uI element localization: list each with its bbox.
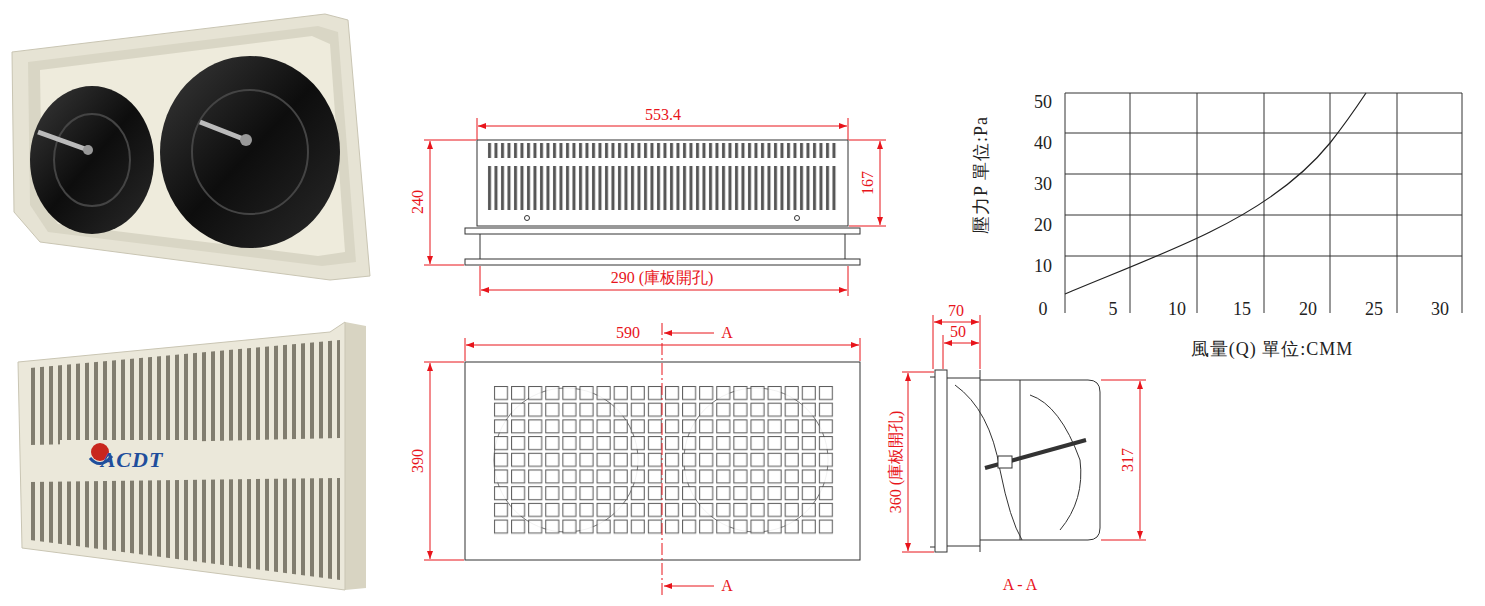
brand-logo: ACDT bbox=[101, 448, 164, 472]
section-mark: A bbox=[721, 577, 733, 595]
tick-label: 20 bbox=[1299, 300, 1317, 320]
tick-label: 50 bbox=[1034, 93, 1052, 113]
axis-title: 風量(Q) 單位:CMM bbox=[1191, 340, 1354, 360]
dimension-label: 167 bbox=[859, 171, 877, 195]
tick-label: 40 bbox=[1034, 134, 1052, 154]
dimension-lines bbox=[424, 118, 1146, 598]
dimension-label: 50 bbox=[950, 323, 966, 341]
tick-label: 30 bbox=[1034, 175, 1052, 195]
dimension-label: 240 bbox=[409, 190, 427, 214]
tick-label: 30 bbox=[1431, 300, 1449, 320]
section-view bbox=[930, 370, 1100, 552]
front-view bbox=[465, 140, 860, 265]
tick-label: 10 bbox=[1034, 257, 1052, 277]
tick-label: 25 bbox=[1365, 300, 1383, 320]
dimension-label: 590 bbox=[616, 324, 640, 342]
dimension-label: 317 bbox=[1119, 448, 1137, 472]
section-mark: A bbox=[721, 324, 733, 342]
dimension-label: 553.4 bbox=[645, 106, 681, 124]
tick-label: 0 bbox=[1039, 300, 1048, 320]
photo-cover bbox=[18, 322, 366, 590]
tick-label: 20 bbox=[1034, 216, 1052, 236]
pressure-curve bbox=[1065, 93, 1366, 294]
section-title: A - A bbox=[1003, 576, 1038, 594]
dimension-label: 360 (庫板開孔) bbox=[887, 411, 905, 514]
dimension-label: 290 (庫板開孔) bbox=[611, 269, 714, 287]
tick-label: 5 bbox=[1109, 300, 1118, 320]
chart-grid bbox=[1065, 93, 1462, 313]
dimension-label: 390 bbox=[409, 449, 427, 473]
tick-label: 10 bbox=[1168, 300, 1186, 320]
photo-frame bbox=[12, 14, 370, 280]
axis-title: 壓力P 單位:Pa bbox=[972, 116, 992, 234]
dimension-label: 70 bbox=[948, 302, 964, 320]
tick-label: 15 bbox=[1233, 300, 1251, 320]
